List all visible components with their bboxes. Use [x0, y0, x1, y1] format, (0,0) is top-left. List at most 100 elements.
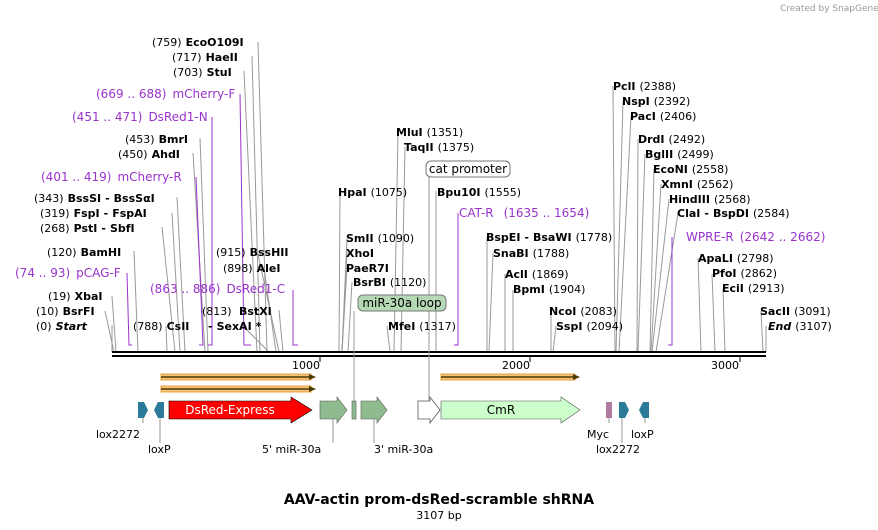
orf-arrows	[160, 373, 580, 393]
site-bsssi: (343)BssSI-BssSαI	[34, 192, 155, 205]
feature-mir30a-loop-box	[351, 400, 357, 420]
site-paer7i: PaeR7I	[346, 262, 389, 275]
leader-bsssi	[176, 196, 186, 353]
primer-line-dsred1-c	[292, 290, 298, 346]
leader-pcli	[612, 85, 616, 353]
site-haeii: (717)HaeII	[172, 51, 238, 64]
site-csii: (788)CsII	[133, 320, 189, 333]
site-mlui: MluI(1351)	[396, 126, 463, 139]
label-loxp-left: loxP	[148, 443, 171, 456]
site-bglii: BglII(2499)	[645, 148, 714, 161]
features: DsRed-Express CmR lox2272 loxP 5' miR-30…	[96, 395, 654, 456]
primer-dsred1-n: (451 .. 471)DsRed1-N	[72, 110, 208, 124]
site-mfei: MfeI(1317)	[388, 320, 456, 333]
label-loxp-right: loxP	[631, 428, 654, 441]
site-sexai-pos: (813)	[202, 305, 232, 318]
leader-fspi	[171, 212, 181, 353]
primer-wpre-r: WPRE-R(2642 .. 2662)	[686, 230, 825, 244]
ruler-label-1000: 1000	[292, 359, 320, 372]
leader-econi	[649, 168, 655, 353]
site-psti: (268)PstI-SbfI	[40, 222, 135, 235]
label-lox2272-left: lox2272	[96, 428, 140, 441]
leader-taqii	[400, 146, 406, 353]
leader-haeii	[251, 55, 261, 353]
site-bspei: BspEI-BsaWI(1778)	[486, 231, 612, 244]
site-alei: (898)AleI	[223, 262, 280, 275]
feature-cat-promoter-arrow	[417, 395, 441, 425]
leader-alei	[263, 267, 277, 353]
site-bsrbi: BsrBI(1120)	[353, 276, 426, 289]
orf-arrow-1	[160, 373, 316, 381]
leader-sexai	[242, 325, 270, 353]
site-bstxi: BstXI	[239, 305, 272, 318]
primer-dsred1-c: (863 .. 886)DsRed1-C	[150, 282, 285, 296]
site-clai: ClaI-BspDI(2584)	[677, 207, 790, 220]
primer-line-cat-r	[454, 213, 459, 346]
leader-snabi	[488, 252, 494, 353]
site-bsshii: (915)BssHII	[216, 246, 288, 259]
feature-cmr	[440, 396, 581, 424]
label-5-mir30a: 5' miR-30a	[262, 443, 321, 456]
site-xmni: XmnI(2562)	[661, 178, 733, 191]
site-bmri: (453)BmrI	[125, 133, 188, 146]
feature-dsred-express	[168, 396, 313, 424]
feature-cmr-label: CmR	[487, 403, 515, 417]
leader-paer7i	[341, 266, 348, 353]
site-drdi: DrdI(2492)	[638, 133, 705, 146]
snapgene-credit: Created by SnapGene	[780, 4, 878, 14]
site-start: (0)Start	[36, 320, 88, 333]
box-cat-promoter	[425, 160, 511, 178]
ruler-label-3000: 3000	[711, 359, 739, 372]
site-bamhi: (120)BamHI	[47, 246, 121, 259]
leader-paci	[618, 115, 632, 353]
site-snabi: SnaBI(1788)	[493, 247, 569, 260]
orf-arrow-2	[160, 385, 316, 393]
site-apali: ApaLI(2798)	[698, 252, 774, 265]
site-ncoi: NcoI(2083)	[549, 305, 617, 318]
backbone	[112, 351, 766, 357]
leader-ecii	[722, 288, 726, 353]
site-labels: (759)EcoO109I (717)HaeII (703)StuI (453)…	[34, 36, 832, 333]
leader-apali	[697, 257, 702, 353]
box-mir30a-loop	[357, 294, 447, 312]
leader-bglii	[637, 153, 646, 353]
leader-nspi	[615, 100, 624, 353]
site-smii: SmII(1090)	[346, 232, 414, 245]
site-end: End(3107)	[768, 320, 832, 333]
leader-csii	[165, 325, 168, 353]
primer-leader-lines	[126, 93, 673, 346]
leader-hpai	[338, 190, 341, 353]
label-lox2272-right: lox2272	[596, 443, 640, 456]
primer-line-dsred1-n	[208, 117, 213, 346]
site-hindiii: HindIII(2568)	[669, 193, 751, 206]
label-cat-promoter: cat promoter	[429, 162, 507, 176]
site-bpu10i: Bpu10I(1555)	[437, 186, 521, 199]
primer-cat-r: CAT-R(1635 .. 1654)	[459, 206, 589, 220]
site-sexai: -SexAI*	[208, 320, 262, 333]
feature-3-mir30a	[360, 396, 388, 424]
leader-hindiii	[651, 198, 670, 353]
feature-myc	[606, 402, 612, 418]
site-ecii: EciI(2913)	[722, 282, 784, 295]
primer-mcherry-r: (401 .. 419)mCherry-R	[41, 170, 182, 184]
leader-ecoo109i	[257, 41, 268, 353]
leader-pfoi	[711, 273, 716, 353]
label-myc: Myc	[587, 428, 609, 441]
leader-bstxi	[278, 309, 284, 353]
site-acli: AclI(1869)	[505, 268, 568, 281]
feature-dsred-express-label: DsRed-Express	[185, 403, 274, 417]
leader-bamhi	[133, 250, 139, 353]
primer-line-wpre-r	[668, 237, 673, 346]
site-pcli: PclI(2388)	[613, 80, 676, 93]
primer-mcherry-f: (669 .. 688)mCherry-F	[96, 87, 235, 101]
site-bpmi: BpmI(1904)	[513, 283, 585, 296]
feature-loxp-right	[619, 402, 629, 418]
site-econi: EcoNI(2558)	[653, 163, 728, 176]
primer-line-mcherry-f	[239, 93, 251, 346]
leader-psti	[161, 226, 176, 353]
primer-labels: (669 .. 688)mCherry-F (451 .. 471)DsRed1…	[15, 87, 825, 296]
primer-line-pcag-f	[126, 272, 132, 346]
map-title: AAV-actin prom-dsRed-scramble shRNA	[284, 492, 594, 508]
leader-drdi	[636, 138, 639, 353]
